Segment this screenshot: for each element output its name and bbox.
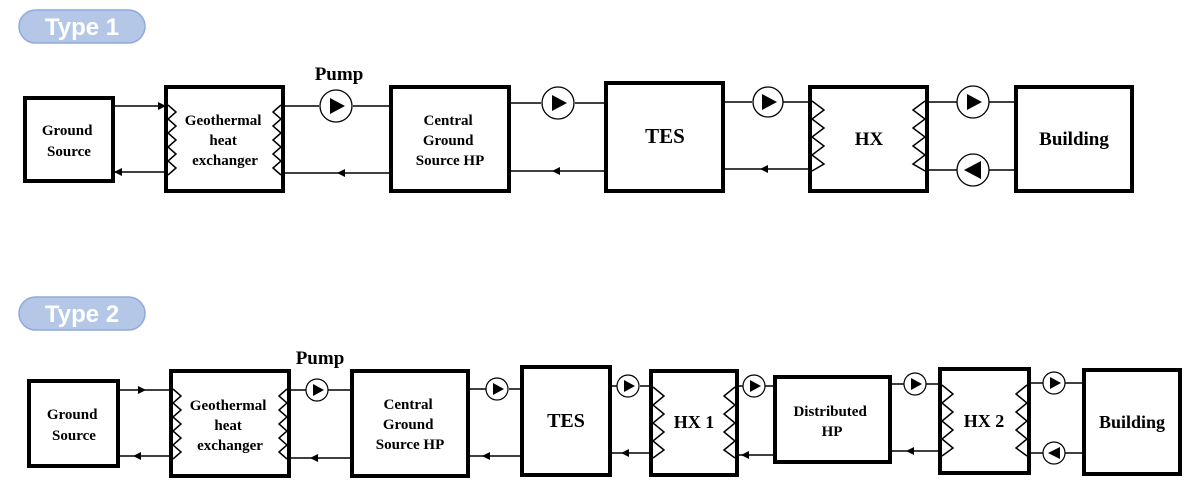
- type1-diagram: Type 1: [18, 9, 1134, 193]
- pump-icon: [1042, 371, 1066, 395]
- flow-arrow-left: [906, 447, 914, 455]
- pump-icon: [305, 378, 329, 402]
- type1-pumps: [319, 85, 990, 187]
- tes-label: TES: [645, 124, 685, 148]
- pump-icon: [903, 372, 927, 396]
- pump-icon: [485, 377, 509, 401]
- ground-source-label: Ground Source: [42, 123, 96, 160]
- ground-source-box: [23, 96, 115, 183]
- hx-box: [808, 85, 929, 193]
- hx2-box: [938, 367, 1031, 475]
- type1-tag: Type 1: [18, 9, 146, 44]
- geothermal-hx-label: Geothermal heat exchanger: [185, 113, 265, 169]
- hx-label: HX: [855, 129, 884, 150]
- type2-diagram: Type 2: [18, 296, 1182, 478]
- pump-icon: [319, 89, 353, 123]
- building-box: [1014, 85, 1134, 193]
- type1-coils: [166, 100, 927, 176]
- tes-label: TES: [547, 410, 585, 432]
- central-gshp-label: Central Ground Source HP: [376, 397, 444, 453]
- central-gshp-label: Central Ground Source HP: [416, 113, 484, 169]
- flow-arrow-left: [741, 451, 749, 459]
- ground-source-box: [27, 379, 120, 468]
- pump-icon: [616, 374, 640, 398]
- hx2-label: HX 2: [964, 411, 1005, 431]
- type2-pipes: [119, 382, 1084, 459]
- geothermal-hx-label: Geothermal heat exchanger: [190, 398, 270, 454]
- building-box: [1082, 368, 1182, 476]
- pump-icon: [541, 86, 575, 120]
- flow-arrow-left: [621, 449, 629, 457]
- flow-arrow-left: [114, 168, 122, 176]
- type2-pump-label: Pump: [296, 348, 345, 369]
- tes-box: [520, 365, 612, 477]
- central-gshp-box: [350, 369, 470, 478]
- flow-arrow-right: [138, 386, 146, 394]
- flow-arrow-left: [337, 169, 345, 177]
- pump-icon-reverse: [1042, 441, 1066, 465]
- pump-icon: [742, 374, 766, 398]
- type2-tag-label: Type 2: [45, 301, 119, 328]
- ground-source-label: Ground Source: [47, 407, 101, 444]
- pump-icon: [956, 85, 990, 119]
- geothermal-hx-box: [164, 85, 285, 193]
- flow-arrow-right: [158, 102, 166, 110]
- tes-box: [604, 81, 725, 193]
- flow-arrow-left: [310, 454, 318, 462]
- flow-arrow-left: [552, 167, 560, 175]
- flow-arrow-left: [760, 165, 768, 173]
- type1-boxes: [23, 81, 1134, 193]
- type1-flow-arrows: [114, 102, 768, 177]
- geothermal-hx-box: [169, 369, 291, 478]
- pump-icon-reverse: [956, 153, 990, 187]
- type2-tag: Type 2: [18, 296, 146, 331]
- type1-tag-label: Type 1: [45, 14, 119, 41]
- flow-arrow-left: [133, 452, 141, 460]
- type1-pump-label: Pump: [315, 64, 364, 85]
- central-gshp-box: [389, 85, 511, 193]
- building-label: Building: [1039, 129, 1109, 150]
- distributed-hp-box: [773, 375, 892, 464]
- hx1-box: [649, 369, 739, 477]
- type2-flow-arrows: [133, 386, 914, 462]
- type2-boxes: [27, 365, 1182, 478]
- distributed-hp-label: Distributed HP: [793, 404, 870, 440]
- type2-coils: [171, 384, 1029, 460]
- hx1-label: HX 1: [674, 412, 715, 432]
- building-label: Building: [1099, 412, 1165, 432]
- flow-arrow-left: [482, 452, 490, 460]
- pump-icon: [752, 86, 784, 118]
- type2-pumps: [305, 371, 1066, 465]
